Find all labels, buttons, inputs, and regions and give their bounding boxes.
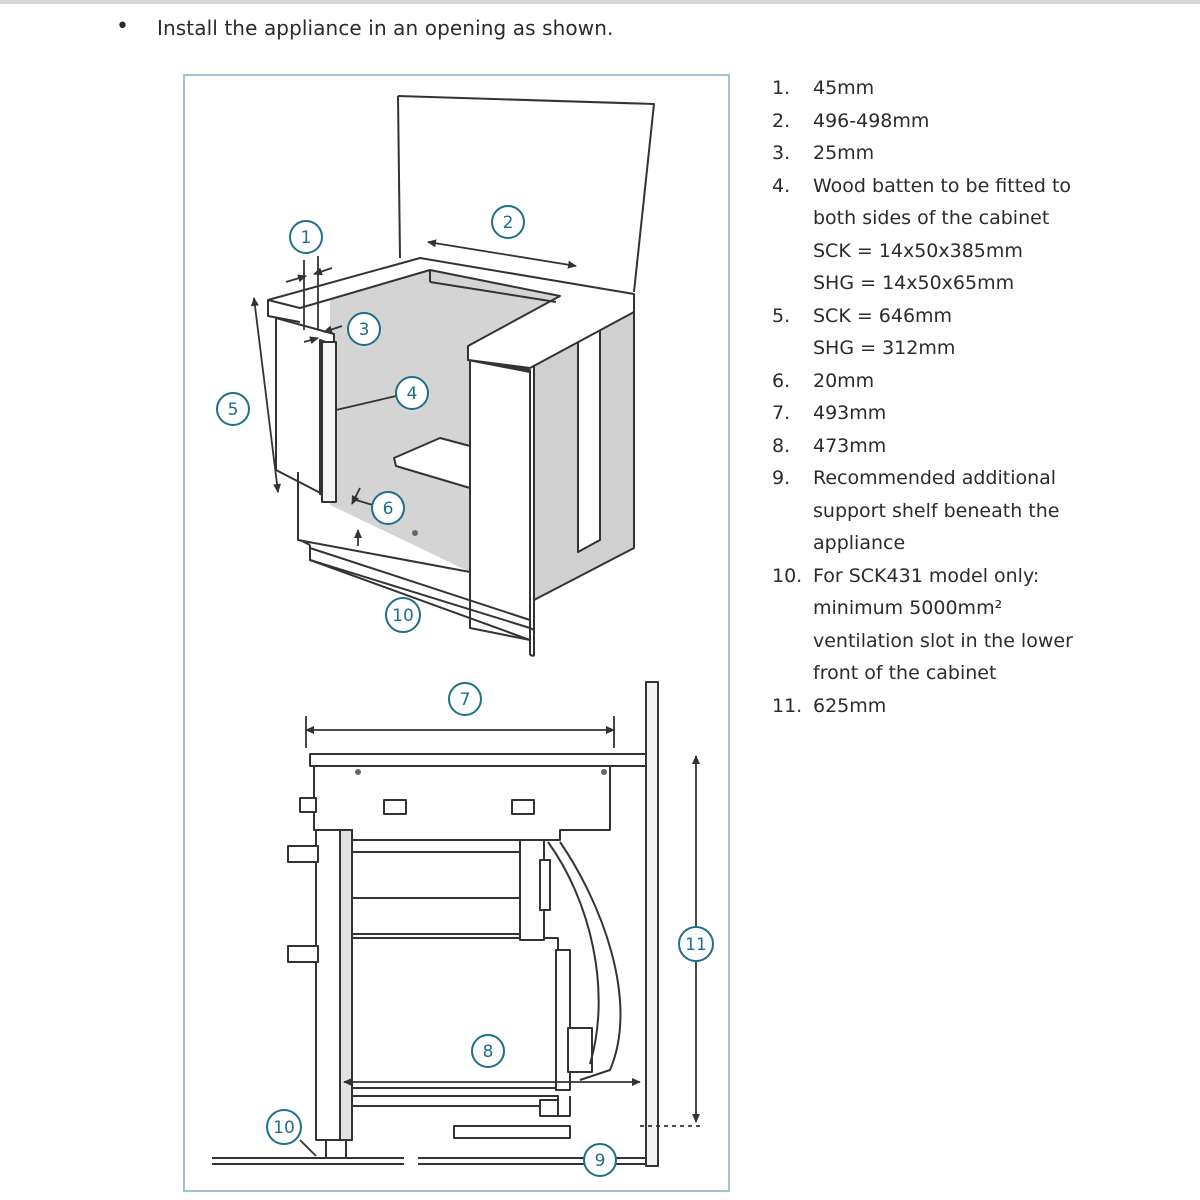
svg-text:8: 8 xyxy=(483,1042,494,1062)
callout-10-upper: 10 xyxy=(385,597,421,633)
callout-6: 6 xyxy=(371,491,405,525)
legend-text: support shelf beneath the xyxy=(813,499,1060,522)
legend-number: 8. xyxy=(772,434,791,457)
legend-item-11: 11. 625mm xyxy=(772,690,1192,723)
legend-text: front of the cabinet xyxy=(813,662,997,684)
legend-number: 10. xyxy=(772,564,803,587)
legend-item-4: 4. Wood batten to be fitted to both sides … xyxy=(772,170,1192,300)
intro-text: Install the appliance in an opening as s… xyxy=(157,16,614,40)
legend-text: For SCK431 model only: xyxy=(813,564,1040,587)
legend-number: 1. xyxy=(772,77,791,99)
svg-text:1: 1 xyxy=(301,228,312,248)
svg-text:11: 11 xyxy=(685,935,707,955)
svg-text:10: 10 xyxy=(392,606,414,626)
legend-number: 11. xyxy=(772,694,803,717)
legend-number: 4. xyxy=(772,174,791,197)
svg-text:5: 5 xyxy=(228,400,239,420)
callout-1: 1 xyxy=(289,220,323,254)
legend-text: 493mm xyxy=(813,402,887,424)
legend-number: 3. xyxy=(772,142,791,164)
svg-text:4: 4 xyxy=(407,384,418,404)
callout-3: 3 xyxy=(347,312,381,346)
callout-circles: 1 2 3 4 5 6 10 7 11 8 10 9 xyxy=(216,205,714,1177)
callout-5: 5 xyxy=(216,392,250,426)
legend-text: SCK = 14x50x385mm xyxy=(813,239,1023,262)
bullet-point: • xyxy=(116,14,129,39)
cabinet-dimension-lines xyxy=(251,239,577,546)
callout-8: 8 xyxy=(471,1034,505,1068)
legend-number: 5. xyxy=(772,304,791,327)
legend-text: appliance xyxy=(813,532,906,554)
svg-text:3: 3 xyxy=(359,320,370,340)
legend-text: 496-498mm xyxy=(813,109,930,132)
diagram-frame xyxy=(183,74,730,1192)
callout-10-lower: 10 xyxy=(266,1109,302,1145)
legend-text: Wood batten to be fitted to xyxy=(813,174,1072,197)
legend-item-8: 8. 473mm xyxy=(772,430,1192,463)
legend-text: SCK = 646mm xyxy=(813,304,953,327)
legend-text: 473mm xyxy=(813,434,887,457)
legend-text: SHG = 14x50x65mm xyxy=(813,272,1015,294)
svg-text:6: 6 xyxy=(383,499,394,519)
legend-text: ventilation slot in the lower xyxy=(813,629,1073,652)
legend-text: 25mm xyxy=(813,142,875,164)
svg-text:7: 7 xyxy=(460,690,471,710)
callout-2: 2 xyxy=(491,205,525,239)
legend-number: 2. xyxy=(772,109,791,132)
svg-text:2: 2 xyxy=(503,213,514,233)
legend-item-6: 6. 20mm xyxy=(772,365,1192,398)
legend-text: both sides of the cabinet xyxy=(813,207,1050,229)
legend-text: 20mm xyxy=(813,369,875,392)
legend-item-7: 7. 493mm xyxy=(772,397,1192,430)
legend-text: SHG = 312mm xyxy=(813,337,956,359)
svg-text:9: 9 xyxy=(595,1151,606,1171)
legend-item-9: 9. Recommended additional support shelf be… xyxy=(772,462,1192,560)
side-view-drawing xyxy=(212,681,659,1167)
legend-number: 7. xyxy=(772,402,791,424)
legend-item-1: 1. 45mm xyxy=(772,72,1192,105)
legend-item-3: 3. 25mm xyxy=(772,137,1192,170)
legend-item-2: 2. 496-498mm xyxy=(772,105,1192,138)
callout-7: 7 xyxy=(448,682,482,716)
legend-number: 6. xyxy=(772,369,791,392)
legend-number: 9. xyxy=(772,467,791,489)
legend-text: 45mm xyxy=(813,77,875,99)
svg-text:10: 10 xyxy=(273,1118,295,1138)
legend-text: minimum 5000mm² xyxy=(813,597,1003,619)
legend-text: Recommended additional xyxy=(813,467,1057,489)
callout-11: 11 xyxy=(678,926,714,962)
cabinet-drawing xyxy=(267,95,655,657)
callout-4: 4 xyxy=(395,376,429,410)
dimension-legend: 1. 45mm 2. 496-498mm 3. 25mm 4. Wood batten to … xyxy=(772,72,1192,722)
legend-text: 625mm xyxy=(813,694,887,717)
top-rule xyxy=(0,0,1200,4)
callout-9: 9 xyxy=(583,1143,617,1177)
legend-item-10: 10. For SCK431 model only: minimum 5000mm²… xyxy=(772,560,1192,690)
